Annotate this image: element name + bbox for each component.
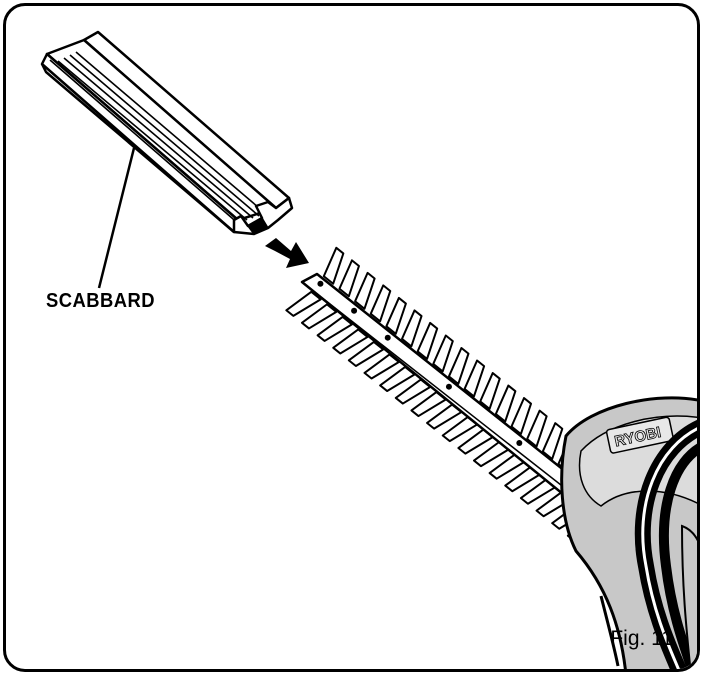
blade-rivet [445, 383, 452, 390]
blade-tooth-upper [432, 334, 454, 373]
blade-tooth-upper [541, 422, 564, 461]
blade-tooth-upper [338, 259, 360, 298]
scabbard-callout-label: SCABBARD [46, 290, 155, 312]
blade-tooth-upper [354, 271, 376, 310]
blade-tooth-upper [322, 246, 345, 285]
blade-tooth-upper [416, 321, 439, 360]
blade-tooth-upper [385, 296, 407, 335]
blade-tooth-upper [526, 409, 548, 448]
scabbard-leader-line [97, 147, 136, 289]
trimmer-body: RYOBI [560, 396, 697, 669]
blade-rivet [317, 280, 324, 287]
insertion-arrow [265, 238, 309, 268]
blade-tooth-upper [479, 372, 501, 410]
blade-rivet [351, 307, 358, 314]
figure-number: Fig. 11 [610, 627, 673, 650]
blade-tooth-upper [401, 309, 423, 348]
blade-rivet [516, 440, 523, 447]
blade-tooth-lower [285, 290, 322, 317]
blade-rivet [384, 334, 391, 341]
figure-frame: RYOBI SCABBARD Fig. 11 [3, 3, 700, 672]
blade-tooth-upper [510, 397, 533, 436]
blade-tooth-lower [332, 328, 369, 355]
blade-tooth-upper [494, 384, 517, 423]
blade-tooth-lower [300, 303, 338, 330]
blade-tooth-upper [369, 284, 392, 323]
blade-tooth-upper [447, 347, 470, 385]
blade-tooth-lower [316, 315, 353, 342]
scabbard [40, 30, 294, 236]
illustration: RYOBI [40, 30, 697, 669]
blade-tooth-upper [463, 359, 486, 398]
